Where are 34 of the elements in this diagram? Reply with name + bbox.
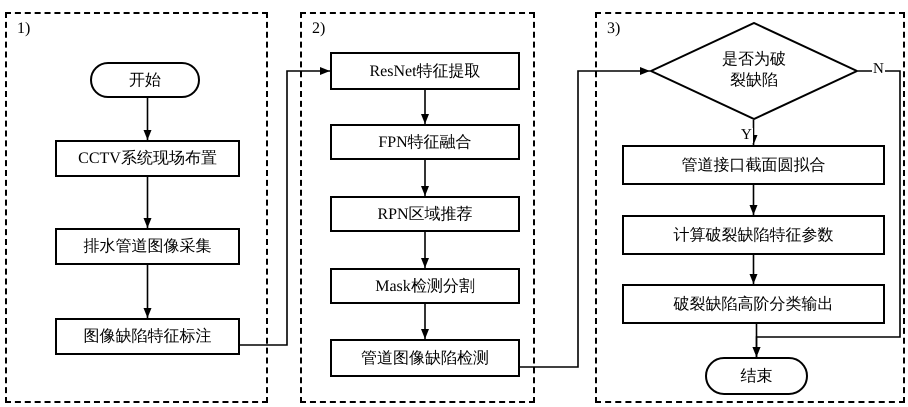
panel-number: 3)	[607, 20, 620, 38]
process-box: 图像缺陷特征标注	[55, 318, 240, 355]
arrow	[752, 70, 901, 357]
arrow	[144, 177, 152, 228]
decision-diamond: 是否为破裂缺陷	[650, 22, 858, 120]
panel-number: 2)	[312, 20, 326, 38]
edge-label: Y	[740, 128, 753, 143]
arrow	[144, 98, 152, 140]
process-box: 管道图像缺陷检测	[330, 339, 520, 377]
terminal-box: 结束	[705, 357, 808, 395]
process-box: 管道接口截面圆拟合	[622, 145, 885, 185]
process-box: 破裂缺陷高阶分类输出	[622, 284, 885, 324]
arrow	[421, 90, 429, 124]
panel-number: 1)	[17, 20, 30, 38]
process-box: 排水管道图像采集	[55, 228, 240, 265]
terminal-box: 开始	[90, 62, 200, 98]
dashed-panel	[595, 12, 905, 403]
process-box: Mask检测分割	[330, 268, 520, 304]
dashed-panel	[5, 12, 268, 403]
process-box: ResNet特征提取	[330, 52, 520, 90]
arrow	[421, 160, 429, 196]
process-box: 计算破裂缺陷特征参数	[622, 215, 885, 255]
process-box: RPN区域推荐	[330, 196, 520, 232]
process-box: FPN特征融合	[330, 124, 520, 160]
arrow	[240, 67, 330, 346]
arrow	[421, 232, 429, 268]
arrow	[421, 304, 429, 339]
arrow	[750, 185, 758, 215]
process-box: CCTV系统现场布置	[55, 140, 240, 177]
arrow	[750, 120, 758, 145]
arrow	[750, 255, 758, 284]
dashed-panel	[300, 12, 535, 403]
arrow	[520, 67, 650, 368]
arrow	[144, 265, 152, 318]
